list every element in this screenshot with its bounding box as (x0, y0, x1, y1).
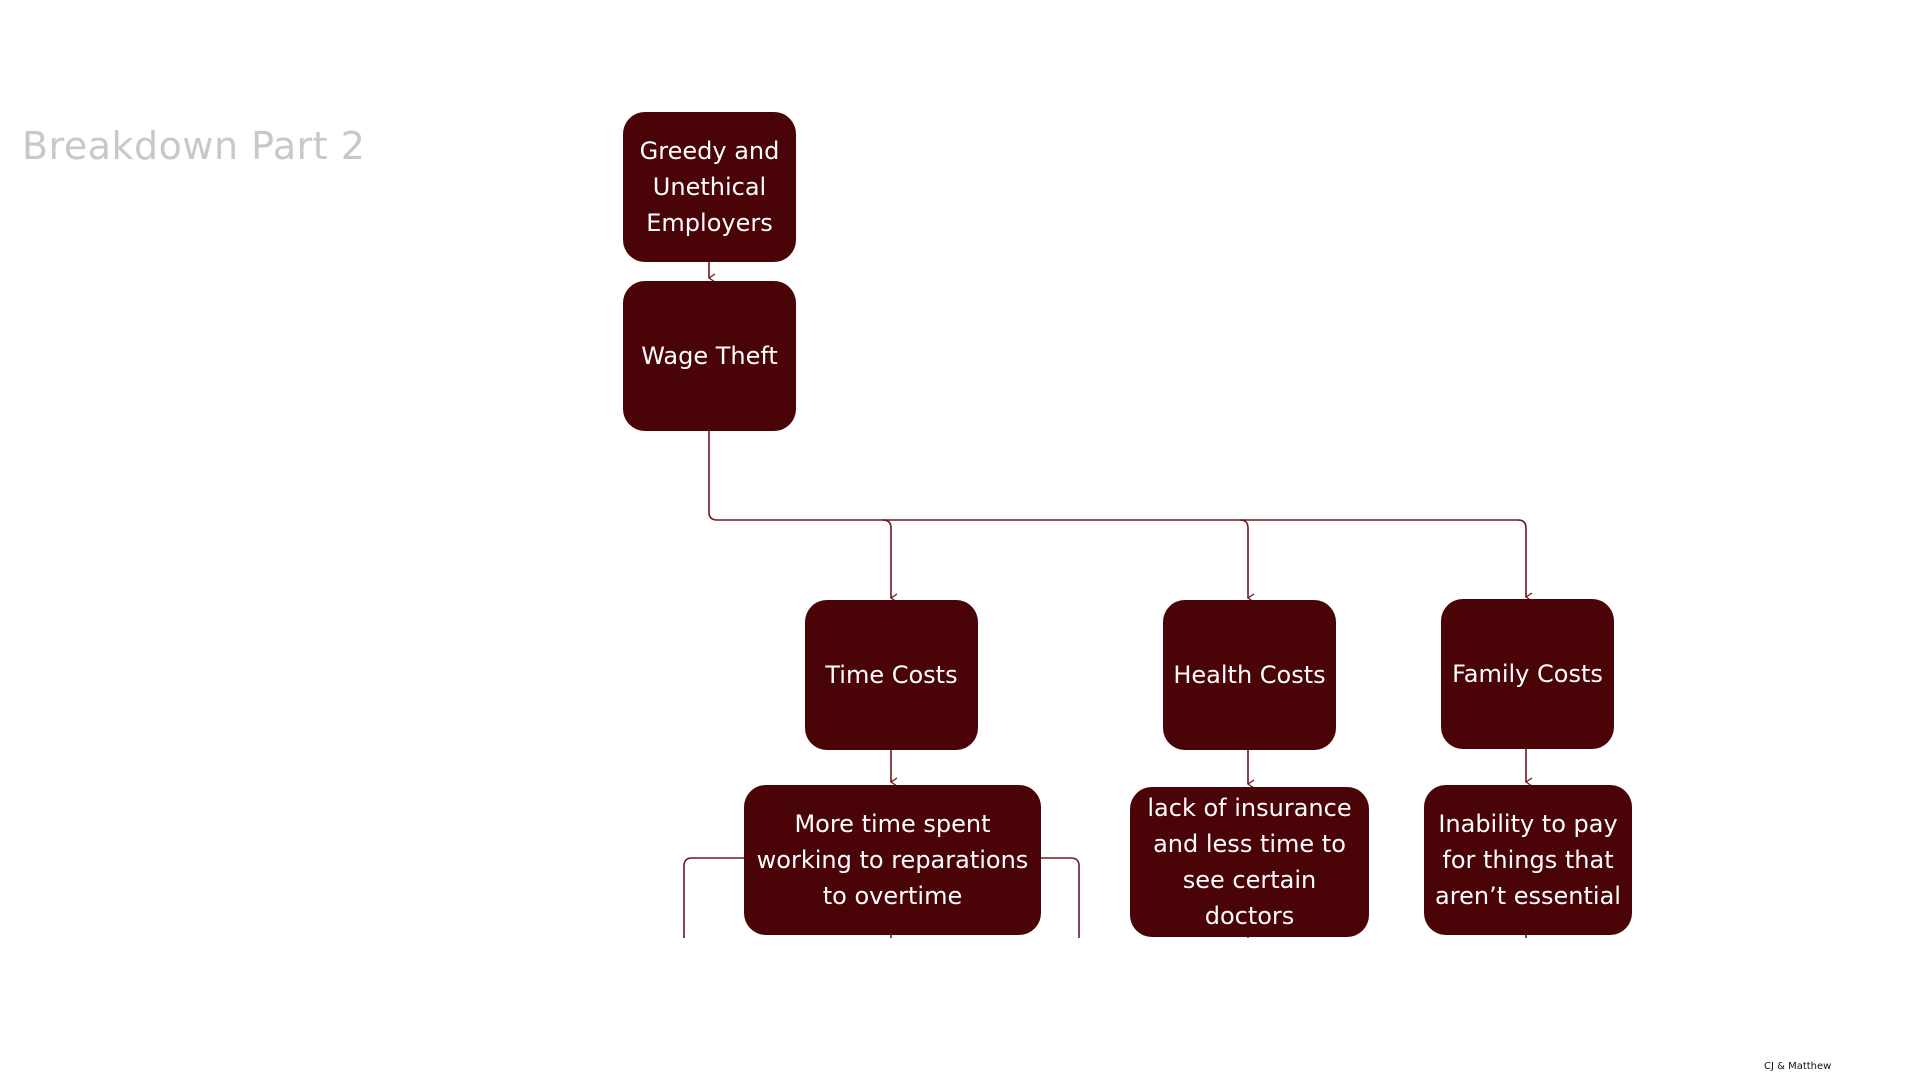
node-time-costs: Time Costs (805, 600, 978, 750)
edge-wage-theft-health-costs (1239, 519, 1255, 603)
node-time-detail: More time spent working to reparations t… (744, 785, 1041, 935)
node-family-detail-label: Inability to pay for things that aren’t … (1435, 810, 1621, 910)
node-time-costs-label: Time Costs (825, 661, 958, 689)
node-family-costs: Family Costs (1441, 599, 1614, 749)
node-family-detail: Inability to pay for things that aren’t … (1424, 785, 1632, 935)
node-wage-theft: Wage Theft (623, 281, 796, 431)
node-time-detail-label: More time spent working to reparations t… (756, 810, 1029, 910)
edge-time-detail-left (683, 857, 744, 938)
edge-time-detail-right (1039, 857, 1080, 938)
node-health-costs-label: Health Costs (1173, 661, 1326, 689)
node-health-detail: lack of insurance and less time to see c… (1130, 787, 1369, 937)
node-family-costs-label: Family Costs (1452, 660, 1603, 688)
edge-wage-theft-time-costs (882, 519, 898, 603)
node-greedy-employers-label: Greedy and Unethical Employers (639, 137, 780, 237)
edge-wage-theft-bus (708, 430, 1527, 529)
slide-title: Breakdown Part 2 (22, 124, 366, 168)
node-health-costs: Health Costs (1163, 600, 1336, 750)
node-health-detail-label: lack of insurance and less time to see c… (1147, 794, 1352, 930)
slide-credit: CJ & Matthew (1764, 1061, 1832, 1072)
node-wage-theft-label: Wage Theft (641, 342, 778, 370)
node-greedy-employers: Greedy and Unethical Employers (623, 112, 796, 262)
